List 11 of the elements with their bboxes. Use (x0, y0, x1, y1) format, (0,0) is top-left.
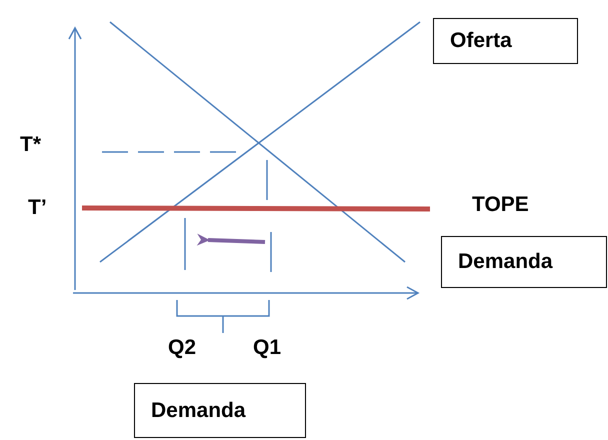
box-text: Demanda (151, 398, 246, 422)
label-box (441, 236, 607, 288)
quantity-label: Q1 (253, 336, 282, 360)
label-box (433, 18, 578, 64)
ceiling-label: TOPE (472, 193, 529, 217)
quantity-label: Q2 (168, 336, 196, 360)
price-label: T’ (28, 196, 47, 220)
price-label: T* (20, 133, 41, 157)
label-box (134, 383, 306, 438)
box-text: Oferta (450, 29, 512, 53)
box-text: Demanda (458, 250, 553, 274)
